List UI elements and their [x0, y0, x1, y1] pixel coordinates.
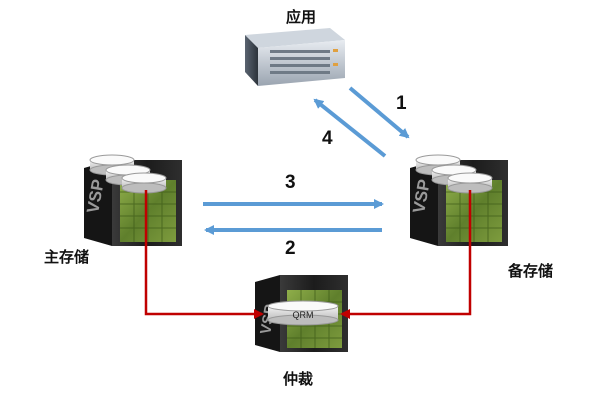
quorum-label: 仲裁 — [283, 370, 314, 388]
arrow-step-4 — [313, 98, 387, 158]
step-3-number: 3 — [285, 172, 296, 193]
primary-storage-label: 主存储 — [44, 248, 90, 266]
application-server-icon — [245, 28, 345, 86]
quorum-disk-label: QRM — [293, 310, 314, 320]
quorum-disk: QRM — [267, 300, 339, 326]
quorum-storage-icon: VSP QRM — [255, 275, 348, 352]
backup-to-quorum-link — [340, 190, 472, 319]
backup-disk-stack — [415, 154, 493, 194]
backup-storage-label: 备存储 — [508, 262, 554, 280]
step-4-number: 4 — [322, 128, 333, 149]
app-label: 应用 — [286, 8, 317, 26]
arrow-step-1 — [348, 86, 410, 139]
step-2-number: 2 — [285, 238, 296, 259]
backup-storage-icon: VSP — [409, 154, 508, 246]
primary-disk-stack — [89, 154, 167, 194]
step-1-number: 1 — [396, 93, 407, 114]
primary-storage-icon: VSP — [83, 154, 182, 246]
primary-to-quorum-link — [144, 190, 264, 319]
